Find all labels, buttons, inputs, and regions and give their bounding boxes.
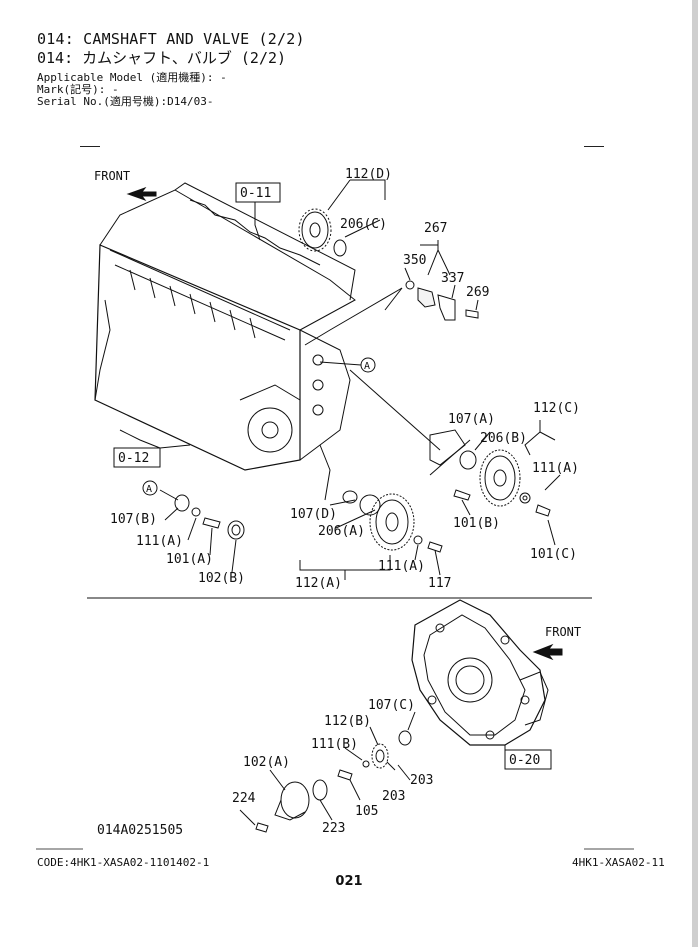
part-label-224: 224 — [232, 791, 256, 806]
part-label-206b: 206(B) — [480, 431, 527, 446]
engine-block-drawing — [94, 182, 356, 501]
part-label-111a: 111(A) — [378, 559, 425, 574]
part-label-112d: 112(D) — [345, 167, 392, 182]
front-arrow-icon — [532, 643, 563, 661]
part-label-101c: 101(C) — [530, 547, 577, 562]
part-label-206c: 206(C) — [340, 217, 387, 232]
part-label-203: 203 — [410, 773, 433, 788]
reference-marker-a — [142, 480, 158, 496]
camshaft-gear-112d — [298, 179, 386, 257]
divider-mark-right — [584, 146, 604, 147]
part-label-111a: 111(A) — [532, 461, 579, 476]
applicable-model: Applicable Model (適用機種): - — [37, 71, 227, 84]
ref-box-0-12 — [113, 447, 161, 468]
part-label-223: 223 — [322, 821, 345, 836]
mark-field: Mark(記号): - — [37, 83, 119, 96]
part-label-111b: 111(B) — [311, 737, 358, 752]
front-label: FRONT — [94, 169, 130, 183]
front-label: FRONT — [545, 625, 581, 639]
part-label-206a: 206(A) — [318, 524, 365, 539]
ref-label-0-20: 0-20 — [509, 753, 540, 768]
ref-label-0-12: 0-12 — [118, 451, 149, 466]
sensor-assembly — [304, 240, 479, 346]
part-label-267: 267 — [424, 221, 447, 236]
part-label-107c: 107(C) — [368, 698, 415, 713]
page-number: 021 — [335, 874, 363, 889]
part-label-269: 269 — [466, 285, 489, 300]
part-label-102b: 102(B) — [198, 571, 245, 586]
marker-a-label: A — [146, 484, 152, 495]
part-label-101a: 101(A) — [166, 552, 213, 567]
divider-mark-left — [80, 146, 100, 147]
part-label-107b: 107(B) — [110, 512, 157, 527]
left-small-parts — [159, 489, 245, 573]
page-title: 014: CAMSHAFT AND VALVE (2/2) — [37, 30, 305, 48]
part-label-105: 105 — [355, 804, 378, 819]
part-label-112b: 112(B) — [324, 714, 371, 729]
page-title-japanese: 014: カムシャフト、バルブ (2/2) — [37, 49, 287, 67]
part-label-117: 117 — [428, 576, 451, 591]
ref-box-0-11 — [235, 182, 281, 203]
part-label-107a: 107(A) — [448, 412, 495, 427]
front-arrow-icon — [126, 186, 157, 202]
drawing-number: 014A0251505 — [97, 823, 183, 838]
part-label-111a: 111(A) — [136, 534, 183, 549]
flywheel-housing-drawing — [411, 599, 549, 760]
part-label-102a: 102(A) — [243, 755, 290, 770]
part-label-107d: 107(D) — [290, 507, 337, 522]
part-label-350: 350 — [403, 253, 426, 268]
footer-code: CODE:4HK1-XASA02-1101402-1 — [37, 856, 210, 869]
part-label-203: 203 — [382, 789, 405, 804]
gear-112a — [299, 490, 443, 580]
part-label-112a: 112(A) — [295, 576, 342, 591]
lower-gear-cluster — [239, 711, 416, 833]
part-label-337: 337 — [441, 271, 464, 286]
part-label-101b: 101(B) — [453, 516, 500, 531]
footer-model-code: 4HK1-XASA02-11 — [572, 856, 665, 869]
ref-label-0-11: 0-11 — [240, 186, 271, 201]
scrollbar-edge — [692, 0, 698, 947]
marker-a-label: A — [364, 361, 370, 372]
part-label-112c: 112(C) — [533, 401, 580, 416]
idler-gear-112c — [349, 369, 561, 546]
ref-box-0-20 — [504, 749, 552, 770]
serial-number: Serial No.(適用号機):D14/03- — [37, 95, 214, 108]
